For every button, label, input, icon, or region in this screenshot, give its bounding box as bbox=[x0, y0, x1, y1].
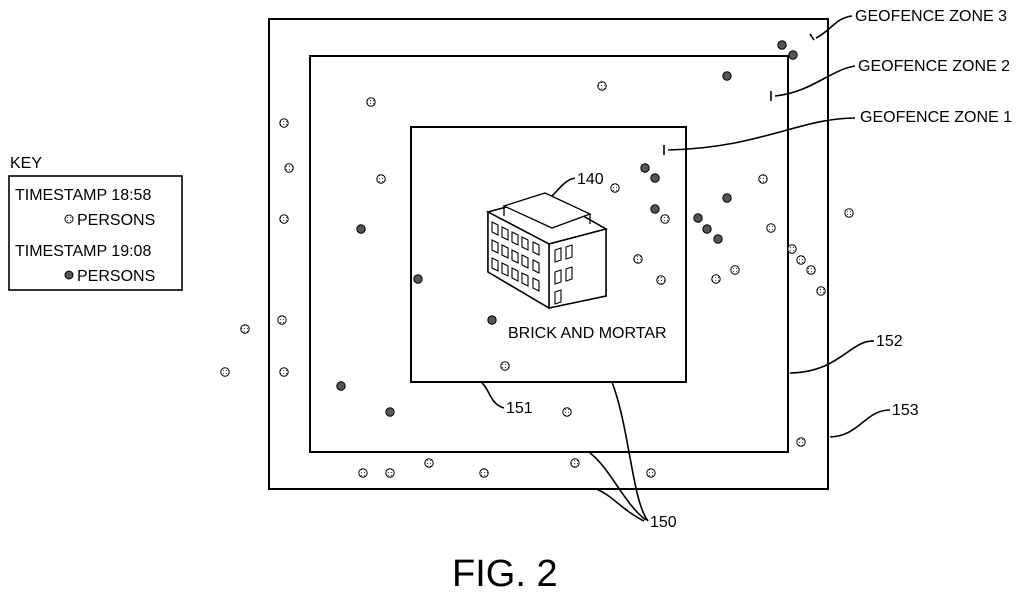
person-marker-light bbox=[712, 275, 720, 283]
person-marker-light bbox=[386, 469, 394, 477]
person-marker-light bbox=[280, 368, 288, 376]
person-marker-dark bbox=[386, 408, 394, 416]
person-marker-light bbox=[788, 245, 796, 253]
person-marker-dark bbox=[703, 225, 711, 233]
person-marker-dark bbox=[357, 225, 365, 233]
person-marker-dark bbox=[714, 235, 722, 243]
person-marker-light bbox=[807, 266, 815, 274]
person-marker-light bbox=[598, 82, 606, 90]
person-marker-light bbox=[563, 408, 571, 416]
person-marker-dark bbox=[723, 194, 731, 202]
person-marker-dark bbox=[488, 316, 496, 324]
key-light-dot bbox=[65, 215, 73, 223]
key-marker-label-2: PERSONS bbox=[77, 268, 155, 285]
building-icon bbox=[488, 193, 606, 308]
person-marker-light bbox=[611, 184, 619, 192]
key-timestamp-2: TIMESTAMP 19:08 bbox=[15, 243, 151, 260]
ref-150: 150 bbox=[650, 514, 677, 531]
person-marker-light bbox=[377, 175, 385, 183]
person-marker-light bbox=[280, 215, 288, 223]
person-marker-light bbox=[759, 175, 767, 183]
building-label: BRICK AND MORTAR bbox=[508, 325, 667, 342]
key-marker-label-1: PERSONS bbox=[77, 212, 155, 229]
person-marker-light bbox=[278, 316, 286, 324]
person-marker-light bbox=[634, 255, 642, 263]
person-marker-dark bbox=[651, 205, 659, 213]
person-marker-light bbox=[359, 469, 367, 477]
person-marker-dark bbox=[337, 382, 345, 390]
person-marker-light bbox=[425, 459, 433, 467]
person-marker-light bbox=[817, 287, 825, 295]
key-title: KEY bbox=[10, 155, 42, 172]
ref-153: 153 bbox=[892, 402, 919, 419]
key-timestamp-1: TIMESTAMP 18:58 bbox=[15, 187, 151, 204]
person-marker-light bbox=[647, 469, 655, 477]
person-marker-dark bbox=[641, 164, 649, 172]
ref-151: 151 bbox=[506, 400, 533, 417]
person-marker-light bbox=[731, 266, 739, 274]
person-marker-light bbox=[480, 469, 488, 477]
ref-152: 152 bbox=[876, 333, 903, 350]
person-marker-light bbox=[280, 119, 288, 127]
person-marker-light bbox=[571, 459, 579, 467]
person-marker-light bbox=[657, 276, 665, 284]
zone1-label: GEOFENCE ZONE 1 bbox=[860, 109, 1012, 126]
zone3-label: GEOFENCE ZONE 3 bbox=[855, 8, 1007, 25]
person-marker-light bbox=[367, 98, 375, 106]
zone2-label: GEOFENCE ZONE 2 bbox=[858, 58, 1010, 75]
figure-label: FIG. 2 bbox=[452, 553, 558, 594]
person-marker-dark bbox=[651, 174, 659, 182]
person-marker-dark bbox=[694, 214, 702, 222]
key-dark-dot bbox=[65, 271, 73, 279]
person-marker-light bbox=[767, 224, 775, 232]
person-marker-dark bbox=[789, 51, 797, 59]
zone1-leader bbox=[668, 118, 855, 150]
person-marker-light bbox=[797, 438, 805, 446]
person-marker-light bbox=[845, 209, 853, 217]
person-marker-light bbox=[501, 362, 509, 370]
person-marker-dark bbox=[778, 41, 786, 49]
person-marker-light bbox=[241, 325, 249, 333]
person-marker-light bbox=[797, 256, 805, 264]
person-marker-light bbox=[221, 368, 229, 376]
person-marker-light bbox=[661, 215, 669, 223]
person-marker-light bbox=[285, 164, 293, 172]
person-marker-dark bbox=[723, 72, 731, 80]
building-ref: 140 bbox=[577, 171, 604, 188]
person-marker-dark bbox=[414, 275, 422, 283]
